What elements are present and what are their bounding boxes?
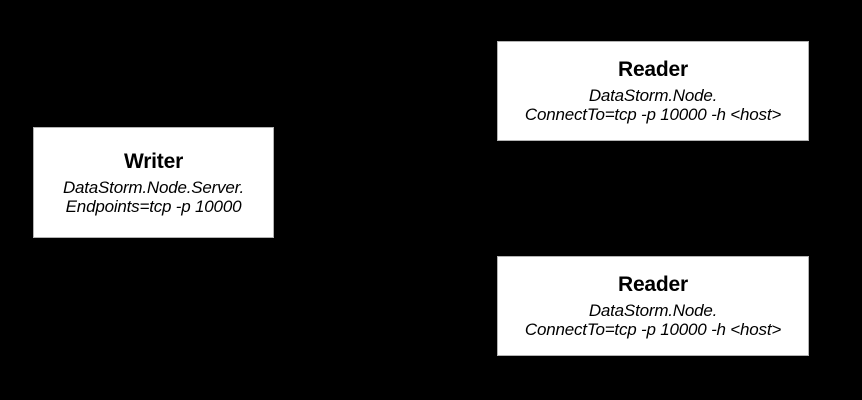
node-config-line-reader-2-1: DataStorm.Node. bbox=[588, 301, 718, 320]
node-box-reader-2[interactable]: Reader DataStorm.Node. ConnectTo=tcp -p … bbox=[497, 256, 809, 356]
node-box-reader-1[interactable]: Reader DataStorm.Node. ConnectTo=tcp -p … bbox=[497, 41, 809, 141]
node-title-reader-1: Reader bbox=[617, 58, 688, 81]
node-config-line-writer-2: Endpoints=tcp -p 10000 bbox=[65, 196, 242, 216]
node-config-line-reader-2-2: ConnectTo=tcp -p 10000 -h <host> bbox=[524, 320, 782, 339]
node-title-writer: Writer bbox=[123, 149, 184, 173]
node-title-reader-2: Reader bbox=[617, 273, 688, 296]
node-config-line-writer-1: DataStorm.Node.Server. bbox=[62, 177, 245, 197]
node-box-writer[interactable]: Writer DataStorm.Node.Server. Endpoints=… bbox=[33, 127, 274, 238]
node-config-line-reader-1-1: DataStorm.Node. bbox=[588, 86, 718, 105]
node-config-line-reader-1-2: ConnectTo=tcp -p 10000 -h <host> bbox=[524, 105, 782, 124]
